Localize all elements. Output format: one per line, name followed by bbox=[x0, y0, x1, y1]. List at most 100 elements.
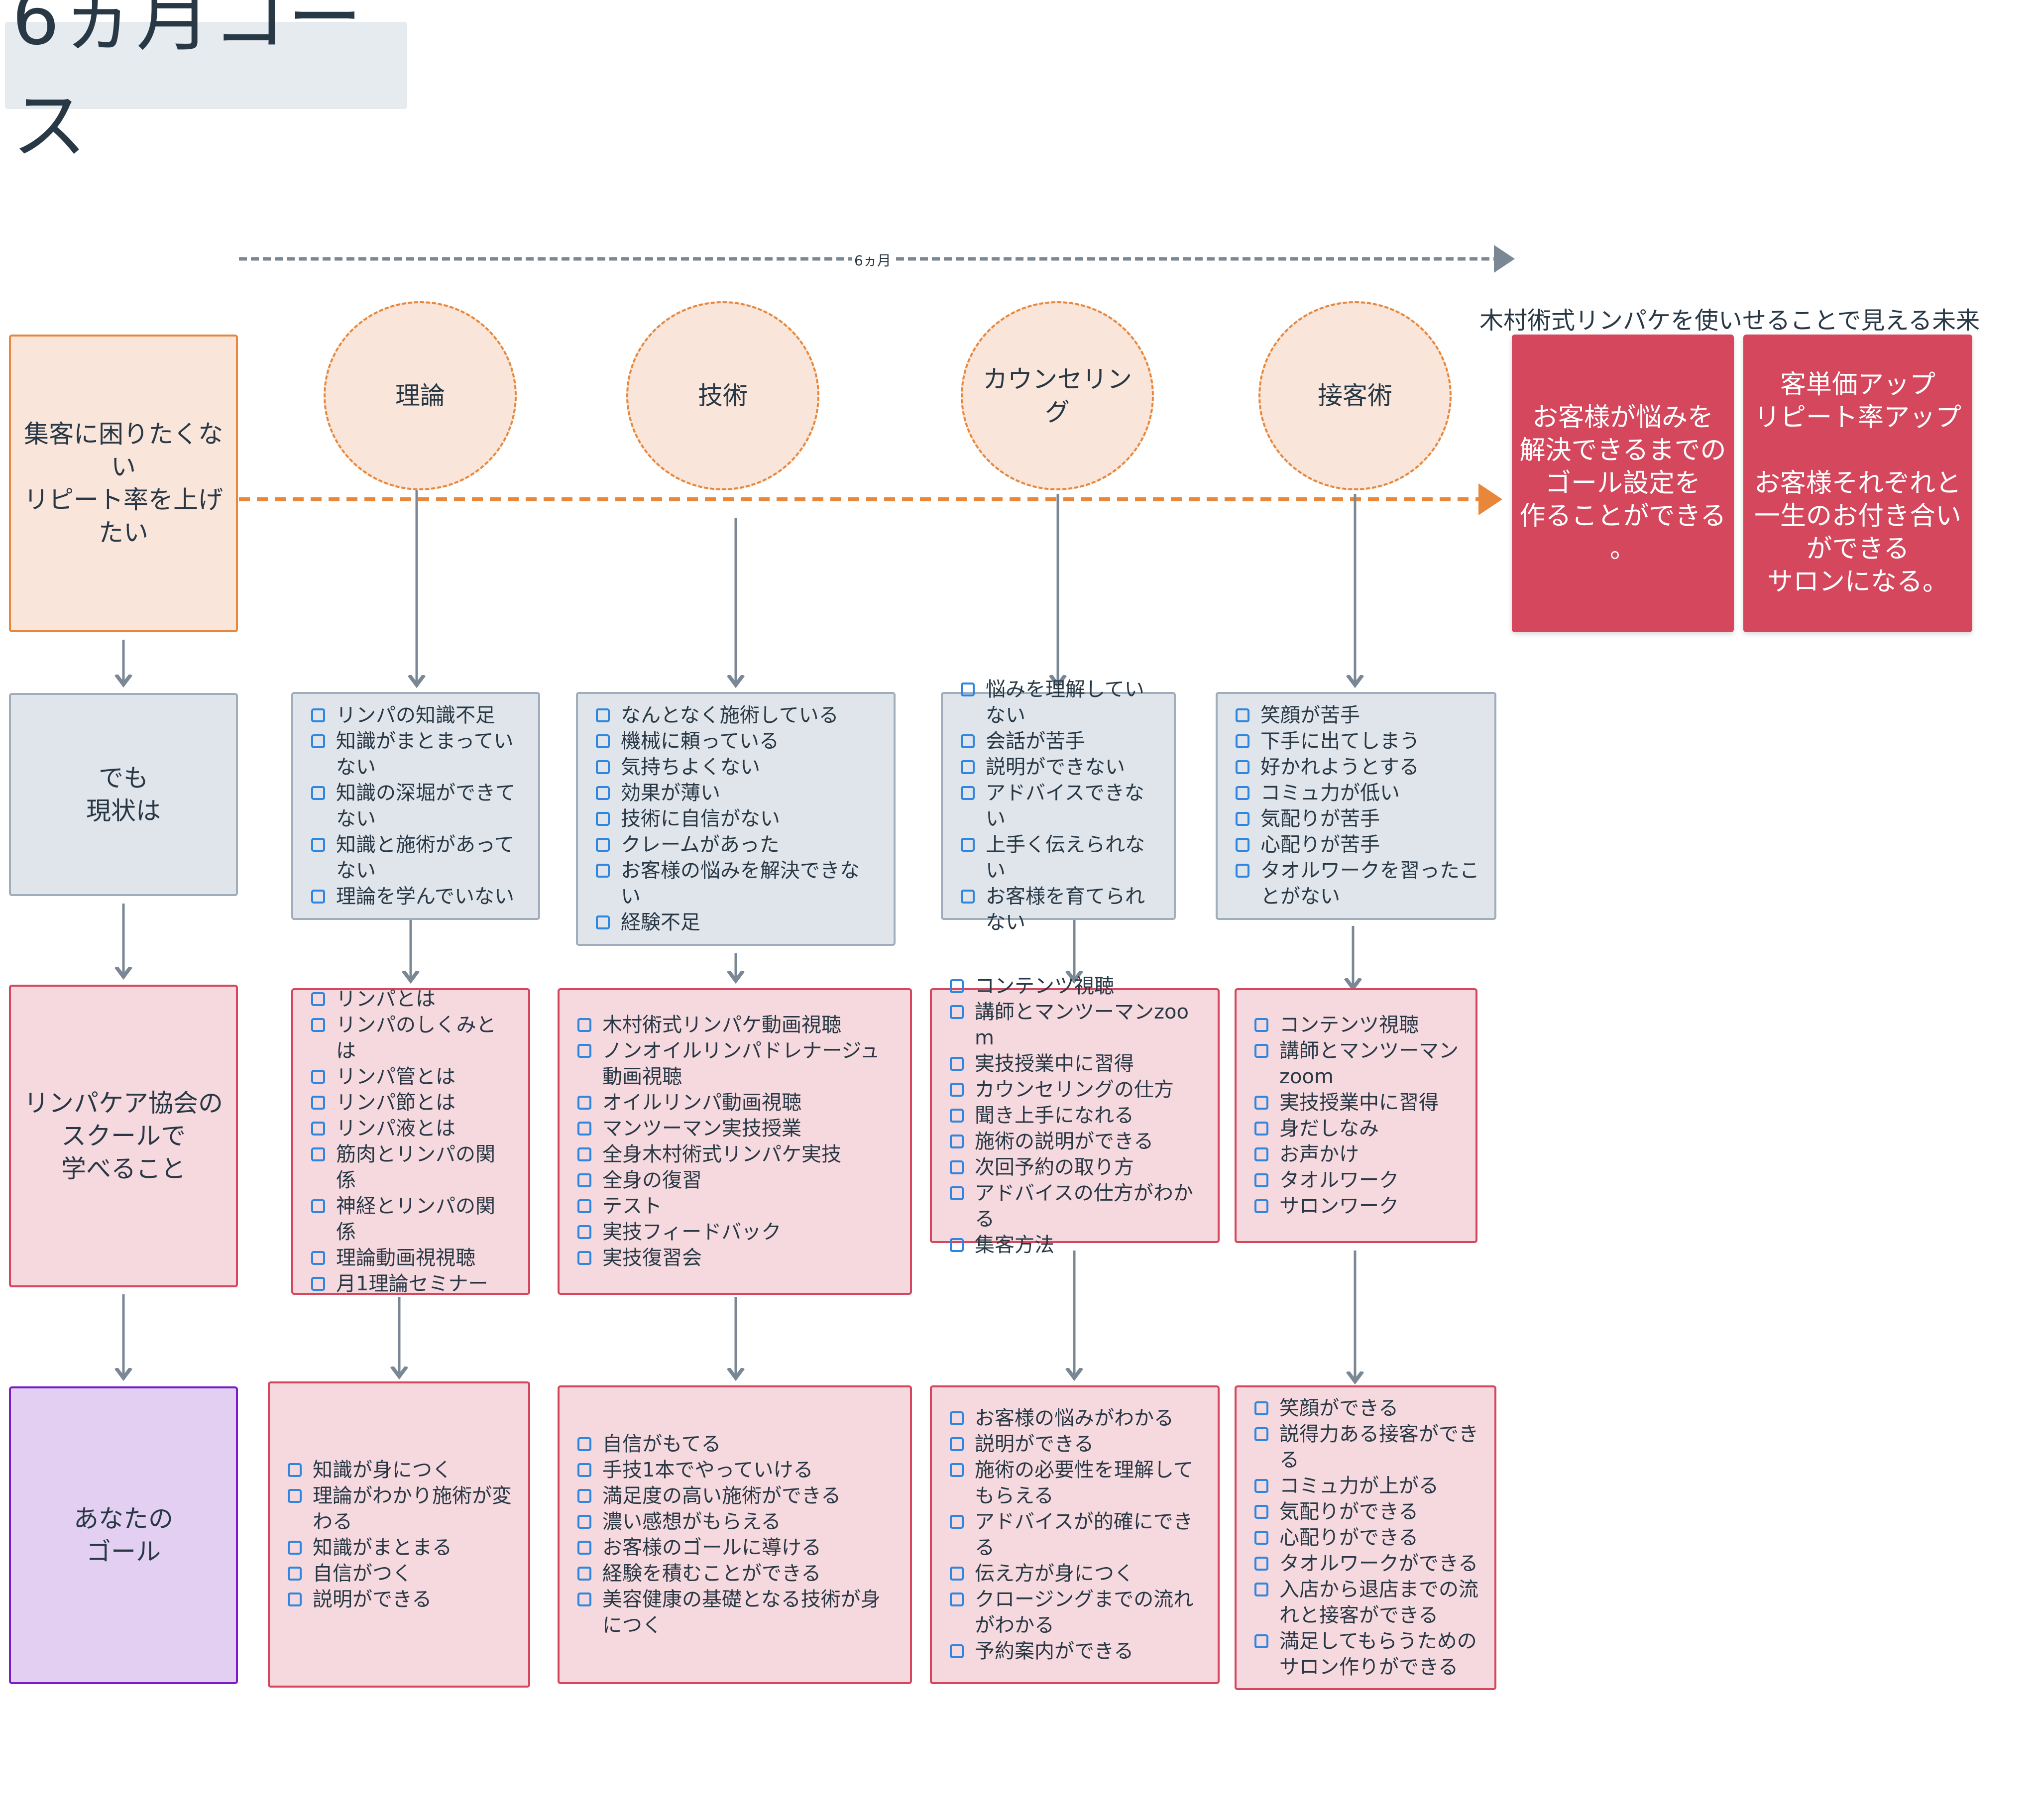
checkbox-icon[interactable] bbox=[950, 1592, 964, 1606]
checkbox-icon[interactable] bbox=[311, 1147, 325, 1161]
checkbox-icon[interactable] bbox=[577, 1225, 591, 1239]
checkbox-icon[interactable] bbox=[577, 1515, 591, 1529]
checklist-item: 効果が薄い bbox=[596, 780, 879, 806]
checkbox-icon[interactable] bbox=[311, 1122, 325, 1136]
checkbox-icon[interactable] bbox=[961, 734, 975, 748]
checklist-item: 筋肉とリンパの関係 bbox=[311, 1141, 513, 1193]
goals-technique: 自信がもてる手技1本でやっていける満足度の高い施術ができる濃い感想がもらえるお客… bbox=[558, 1385, 912, 1684]
checkbox-icon[interactable] bbox=[1254, 1583, 1268, 1596]
checkbox-icon[interactable] bbox=[1254, 1173, 1268, 1187]
checklist-item: 好かれようとする bbox=[1236, 754, 1479, 780]
checkbox-icon[interactable] bbox=[311, 890, 325, 904]
checkbox-icon[interactable] bbox=[311, 1018, 325, 1032]
checkbox-icon[interactable] bbox=[288, 1488, 302, 1503]
checkbox-icon[interactable] bbox=[1254, 1505, 1268, 1519]
checkbox-icon[interactable] bbox=[1254, 1199, 1268, 1213]
checkbox-icon[interactable] bbox=[311, 1199, 325, 1213]
checklist-item: 施術の必要性を理解してもらえる bbox=[950, 1457, 1203, 1509]
checkbox-icon[interactable] bbox=[1254, 1427, 1268, 1441]
checkbox-icon[interactable] bbox=[950, 1135, 964, 1148]
checkbox-icon[interactable] bbox=[950, 1515, 964, 1529]
checkbox-icon[interactable] bbox=[961, 786, 975, 800]
checkbox-icon[interactable] bbox=[288, 1540, 302, 1555]
checkbox-icon[interactable] bbox=[311, 992, 325, 1006]
checkbox-icon[interactable] bbox=[950, 1644, 964, 1658]
checkbox-icon[interactable] bbox=[1254, 1531, 1268, 1545]
checkbox-icon[interactable] bbox=[288, 1592, 302, 1606]
checkbox-icon[interactable] bbox=[311, 1070, 325, 1084]
checkbox-icon[interactable] bbox=[596, 760, 610, 774]
checkbox-icon[interactable] bbox=[1254, 1044, 1268, 1058]
checkbox-icon[interactable] bbox=[1236, 786, 1249, 800]
checkbox-icon[interactable] bbox=[1254, 1634, 1268, 1648]
checkbox-icon[interactable] bbox=[577, 1122, 591, 1136]
checkbox-icon[interactable] bbox=[950, 1463, 964, 1477]
checkbox-icon[interactable] bbox=[961, 682, 975, 696]
checkbox-icon[interactable] bbox=[950, 1160, 964, 1174]
checklist-item: 経験を積むことができる bbox=[577, 1561, 895, 1587]
checkbox-icon[interactable] bbox=[1236, 812, 1249, 826]
checkbox-icon[interactable] bbox=[950, 1057, 964, 1071]
checkbox-icon[interactable] bbox=[961, 760, 975, 774]
checkbox-icon[interactable] bbox=[950, 1186, 964, 1200]
checkbox-icon[interactable] bbox=[577, 1251, 591, 1265]
checkbox-icon[interactable] bbox=[1254, 1122, 1268, 1136]
checkbox-icon[interactable] bbox=[1254, 1147, 1268, 1161]
checkbox-icon[interactable] bbox=[950, 1083, 964, 1097]
checkbox-icon[interactable] bbox=[596, 734, 610, 748]
checkbox-icon[interactable] bbox=[577, 1437, 591, 1451]
checkbox-icon[interactable] bbox=[577, 1096, 591, 1110]
checklist-item: アドバイスの仕方がわかる bbox=[950, 1180, 1203, 1232]
checkbox-icon[interactable] bbox=[577, 1147, 591, 1161]
checkbox-icon[interactable] bbox=[577, 1567, 591, 1581]
checklist-item: 下手に出てしまう bbox=[1236, 728, 1479, 754]
checkbox-icon[interactable] bbox=[311, 708, 325, 722]
checkbox-icon[interactable] bbox=[311, 1277, 325, 1291]
checklist-item-text: 上手く伝えられない bbox=[986, 833, 1145, 882]
checkbox-icon[interactable] bbox=[950, 1567, 964, 1581]
checkbox-icon[interactable] bbox=[577, 1592, 591, 1606]
checklist-item: テスト bbox=[577, 1193, 895, 1219]
checkbox-icon[interactable] bbox=[596, 708, 610, 722]
checkbox-icon[interactable] bbox=[577, 1463, 591, 1477]
checkbox-icon[interactable] bbox=[1236, 734, 1249, 748]
checkbox-icon[interactable] bbox=[1236, 760, 1249, 774]
checkbox-icon[interactable] bbox=[950, 1437, 964, 1451]
checkbox-icon[interactable] bbox=[950, 1238, 964, 1252]
checkbox-icon[interactable] bbox=[1254, 1401, 1268, 1415]
checkbox-icon[interactable] bbox=[577, 1173, 591, 1187]
checkbox-icon[interactable] bbox=[596, 838, 610, 852]
checkbox-icon[interactable] bbox=[950, 979, 964, 993]
checkbox-icon[interactable] bbox=[577, 1018, 591, 1032]
checkbox-icon[interactable] bbox=[577, 1541, 591, 1555]
checkbox-icon[interactable] bbox=[311, 1096, 325, 1110]
checkbox-icon[interactable] bbox=[1254, 1557, 1268, 1571]
checkbox-icon[interactable] bbox=[961, 890, 975, 904]
checkbox-icon[interactable] bbox=[311, 838, 325, 852]
checkbox-icon[interactable] bbox=[1236, 708, 1249, 722]
checkbox-icon[interactable] bbox=[596, 786, 610, 800]
checkbox-icon[interactable] bbox=[950, 1005, 964, 1019]
checkbox-icon[interactable] bbox=[577, 1044, 591, 1058]
checklist-item-text: 神経とリンパの関係 bbox=[336, 1195, 495, 1244]
checkbox-icon[interactable] bbox=[596, 864, 610, 878]
checkbox-icon[interactable] bbox=[596, 812, 610, 826]
checkbox-icon[interactable] bbox=[596, 915, 610, 929]
checkbox-icon[interactable] bbox=[1254, 1018, 1268, 1032]
checkbox-icon[interactable] bbox=[950, 1109, 964, 1123]
checkbox-icon[interactable] bbox=[1236, 864, 1249, 878]
checkbox-icon[interactable] bbox=[311, 786, 325, 800]
checkbox-icon[interactable] bbox=[288, 1463, 302, 1477]
checkbox-icon[interactable] bbox=[1236, 838, 1249, 852]
checkbox-icon[interactable] bbox=[288, 1566, 302, 1581]
checkbox-icon[interactable] bbox=[311, 1251, 325, 1265]
checkbox-icon[interactable] bbox=[1254, 1479, 1268, 1493]
checkbox-icon[interactable] bbox=[311, 734, 325, 748]
checkbox-icon[interactable] bbox=[950, 1411, 964, 1425]
checkbox-icon[interactable] bbox=[961, 838, 975, 852]
problems-hospitality: 笑顔が苦手下手に出てしまう好かれようとするコミュ力が低い気配りが苦手心配りが苦手… bbox=[1216, 692, 1496, 920]
checklist-item-text: 下手に出てしまう bbox=[1260, 730, 1420, 753]
checkbox-icon[interactable] bbox=[577, 1199, 591, 1213]
checkbox-icon[interactable] bbox=[1254, 1096, 1268, 1110]
checkbox-icon[interactable] bbox=[577, 1489, 591, 1503]
